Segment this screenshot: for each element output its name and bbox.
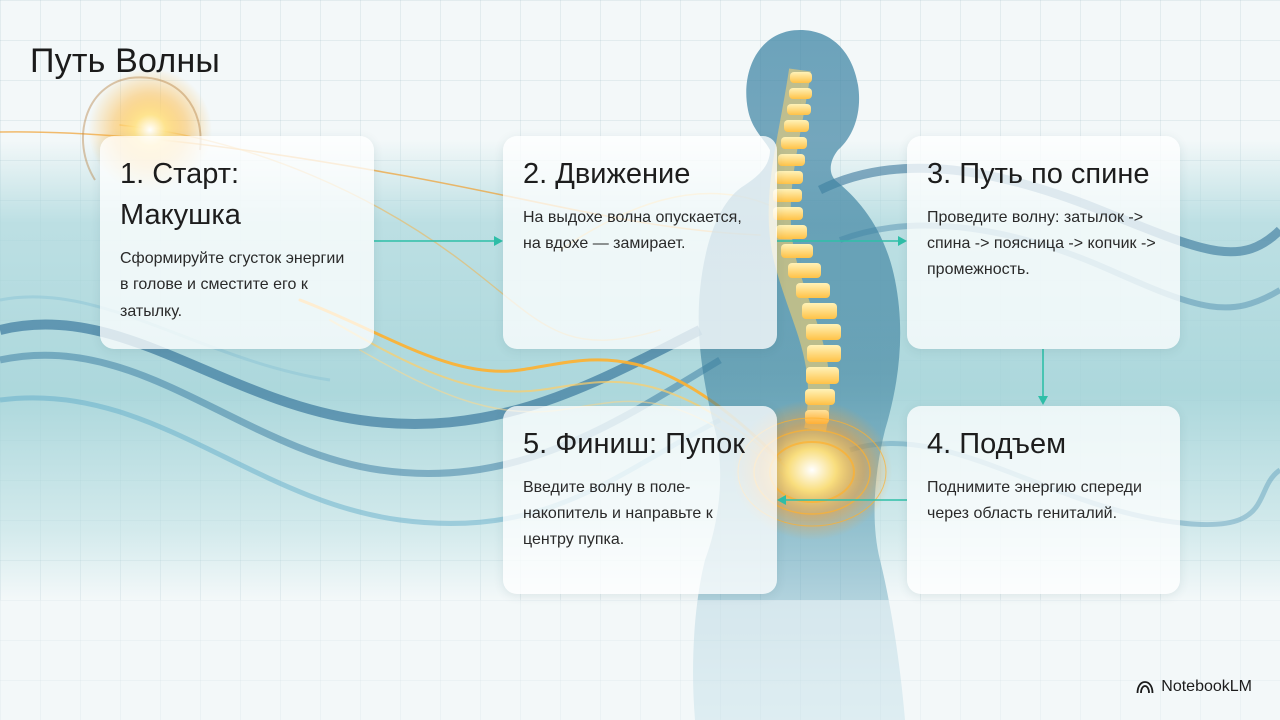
step-title: 1. Старт: Макушка bbox=[120, 158, 241, 232]
step-card-finish: 5. Финиш: Пупок Введите волну в поле-нак… bbox=[503, 406, 777, 594]
step-title: 5. Финиш: Пупок bbox=[523, 428, 745, 460]
step-card-movement: 2. Движение На выдохе волна опускается, … bbox=[503, 136, 777, 349]
step-text: Сформируйте сгусток энергии в голове и с… bbox=[120, 250, 345, 320]
step-text: Введите волну в поле-накопитель и направ… bbox=[523, 479, 713, 549]
head-outline bbox=[81, 76, 202, 181]
brand-name: NotebookLM bbox=[1161, 678, 1252, 695]
step-text: Поднимите энергию спереди через область … bbox=[927, 479, 1142, 523]
step-card-back-path: 3. Путь по спине Проведите волну: затыло… bbox=[907, 136, 1180, 349]
notebooklm-logo-icon bbox=[1136, 681, 1154, 694]
step-text: На выдохе волна опускается, на вдохе — з… bbox=[523, 209, 742, 253]
step-text: Проведите волну: затылок -> спина -> поя… bbox=[927, 209, 1156, 279]
spine bbox=[768, 68, 841, 433]
step-card-rise: 4. Подъем Поднимите энергию спереди чере… bbox=[907, 406, 1180, 594]
step-title: 3. Путь по спине bbox=[927, 158, 1150, 190]
step-title: 4. Подъем bbox=[927, 428, 1067, 460]
page-title: Путь Волны bbox=[30, 42, 221, 80]
step-card-start: 1. Старт: Макушка Сформируйте сгусток эн… bbox=[100, 136, 374, 349]
brand-watermark: NotebookLM bbox=[1136, 678, 1252, 696]
step-title: 2. Движение bbox=[523, 158, 691, 190]
flow-arrows bbox=[374, 236, 1048, 505]
